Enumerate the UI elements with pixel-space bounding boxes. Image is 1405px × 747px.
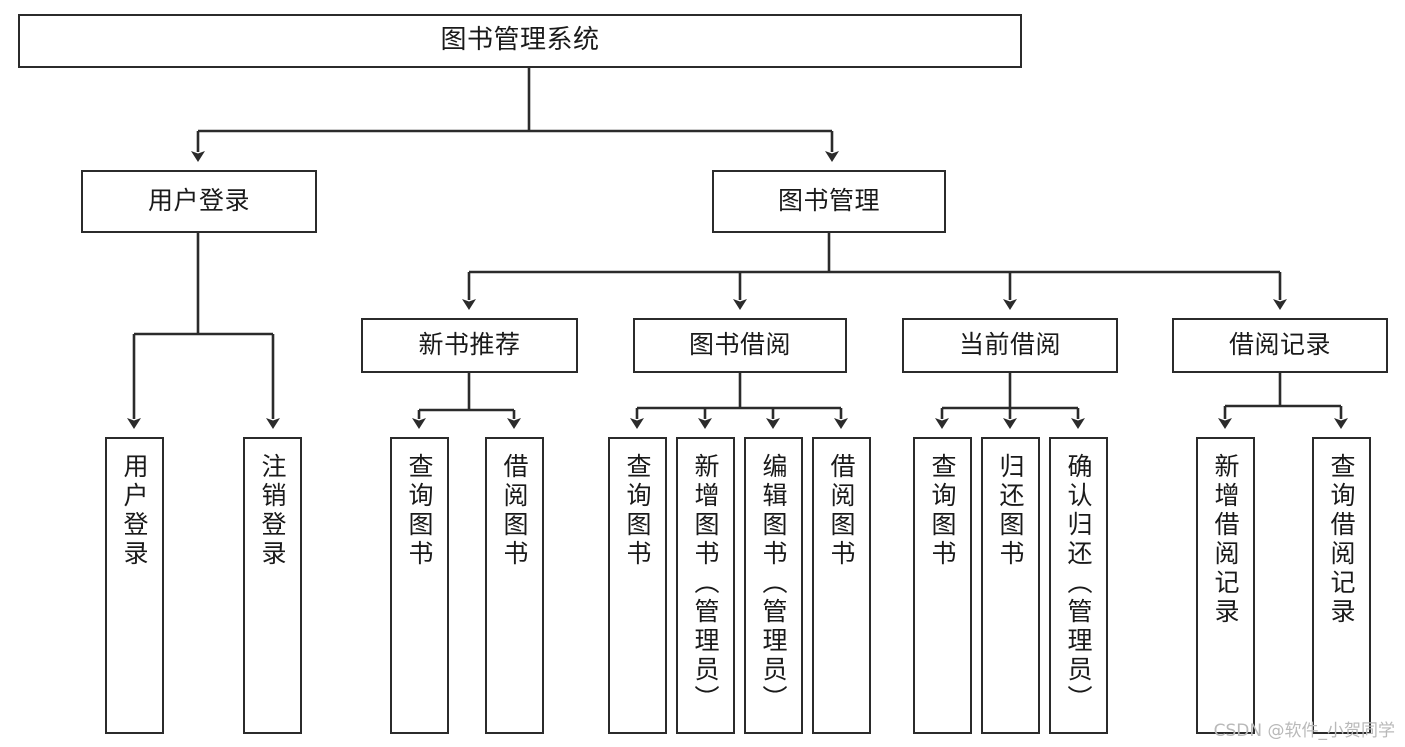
node-book-manage[interactable]: 图书管理 [712, 170, 946, 233]
node-leaf-add-book[interactable]: 新增图书（管理员） [676, 437, 735, 734]
node-leaf-query-book-3[interactable]: 查询图书 [913, 437, 972, 734]
node-label: 注销登录 [258, 453, 287, 569]
node-book-borrow[interactable]: 图书借阅 [633, 318, 847, 373]
node-current-borrow[interactable]: 当前借阅 [902, 318, 1118, 373]
node-leaf-user-login[interactable]: 用户登录 [105, 437, 164, 734]
node-user-login[interactable]: 用户登录 [81, 170, 317, 233]
node-label: 图书管理系统 [440, 25, 600, 56]
node-label: 用户登录 [147, 186, 250, 216]
node-leaf-query-book-1[interactable]: 查询图书 [390, 437, 449, 734]
node-leaf-query-book-2[interactable]: 查询图书 [608, 437, 667, 734]
node-leaf-borrow-book-2[interactable]: 借阅图书 [812, 437, 871, 734]
node-label: 图书借阅 [688, 330, 791, 360]
node-label: 新增图书（管理员） [691, 453, 720, 714]
node-label: 确认归还（管理员） [1064, 453, 1093, 714]
node-label: 查询图书 [623, 453, 652, 569]
node-leaf-edit-book[interactable]: 编辑图书（管理员） [744, 437, 803, 734]
node-label: 借阅图书 [827, 453, 856, 569]
node-label: 新增借阅记录 [1211, 453, 1240, 627]
node-label: 查询借阅记录 [1327, 453, 1356, 627]
node-leaf-logout-login[interactable]: 注销登录 [243, 437, 302, 734]
node-label: 用户登录 [120, 453, 149, 569]
node-leaf-return-book[interactable]: 归还图书 [981, 437, 1040, 734]
node-label: 图书管理 [777, 186, 880, 216]
node-label: 借阅图书 [500, 453, 529, 569]
watermark-text: CSDN @软件_小贺同学 [1213, 721, 1395, 741]
node-leaf-confirm-return[interactable]: 确认归还（管理员） [1049, 437, 1108, 734]
node-label: 归还图书 [996, 453, 1025, 569]
node-label: 查询图书 [928, 453, 957, 569]
node-leaf-query-record[interactable]: 查询借阅记录 [1312, 437, 1371, 734]
node-leaf-borrow-book-1[interactable]: 借阅图书 [485, 437, 544, 734]
node-label: 编辑图书（管理员） [759, 453, 788, 714]
node-leaf-add-record[interactable]: 新增借阅记录 [1196, 437, 1255, 734]
node-label: 借阅记录 [1228, 330, 1331, 360]
node-label: 当前借阅 [958, 330, 1061, 360]
node-borrow-record[interactable]: 借阅记录 [1172, 318, 1388, 373]
node-root-system[interactable]: 图书管理系统 [18, 14, 1022, 68]
node-new-book-recommend[interactable]: 新书推荐 [361, 318, 578, 373]
node-label: 查询图书 [405, 453, 434, 569]
node-label: 新书推荐 [418, 330, 521, 360]
